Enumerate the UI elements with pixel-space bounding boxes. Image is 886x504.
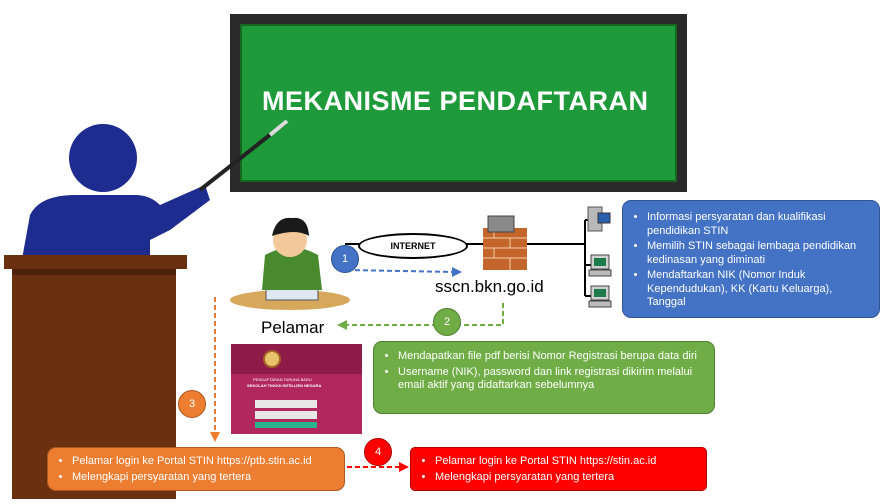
teacher-icon (20, 119, 289, 270)
computer-icon (588, 254, 612, 277)
portal-screenshot: PENDAFTARAN TARUNA BARU SEKOLAH TINGGI I… (231, 344, 362, 434)
step-2-info-box: Mendapatkan file pdf berisi Nomor Regist… (373, 341, 715, 414)
step-1-badge: 1 (331, 245, 359, 273)
stin-logo-icon (263, 350, 281, 368)
portal-username-field (255, 400, 317, 408)
chalkboard (230, 14, 687, 192)
student-icon (230, 217, 350, 310)
site-label: sscn.bkn.go.id (435, 277, 544, 296)
portal-login-button (255, 422, 317, 428)
step-4-info-box: Pelamar login ke Portal STIN https://sti… (410, 447, 707, 491)
step-4-badge: 4 (364, 438, 392, 466)
step-3-badge: 3 (178, 390, 206, 418)
portal-subtitle: PENDAFTARAN TARUNA BARU (253, 377, 312, 382)
info-item: Melengkapi persyaratan yang tertera (435, 471, 696, 485)
portal-school-name: SEKOLAH TINGGI INTELIJEN NEGARA (247, 383, 322, 388)
computer-icon (587, 206, 611, 232)
firewall-icon (483, 215, 527, 270)
info-item: Pelamar login ke Portal STIN https://sti… (435, 455, 696, 469)
step-1-info-box: Informasi persyaratan dan kualifikasi pe… (622, 200, 880, 318)
info-item: Informasi persyaratan dan kualifikasi pe… (647, 211, 869, 238)
info-item: Memilih STIN sebagai lembaga pendidikan … (647, 240, 869, 267)
info-item: Melengkapi persyaratan yang tertera (72, 471, 334, 485)
portal-password-field (255, 411, 317, 419)
step-2-badge: 2 (433, 308, 461, 336)
info-item: Username (NIK), password dan link regist… (398, 366, 704, 393)
applicant-label: Pelamar (261, 318, 325, 337)
computer-icon (588, 285, 612, 308)
info-item: Mendaftarkan NIK (Nomor Induk Kependuduk… (647, 269, 869, 310)
info-item: Pelamar login ke Portal STIN https://ptb… (72, 455, 334, 469)
step-3-info-box: Pelamar login ke Portal STIN https://ptb… (47, 447, 345, 491)
portal-header (231, 344, 362, 374)
internet-label: INTERNET (358, 233, 468, 259)
board-title: MEKANISME PENDAFTARAN (262, 86, 649, 116)
info-item: Mendapatkan file pdf berisi Nomor Regist… (398, 350, 704, 364)
